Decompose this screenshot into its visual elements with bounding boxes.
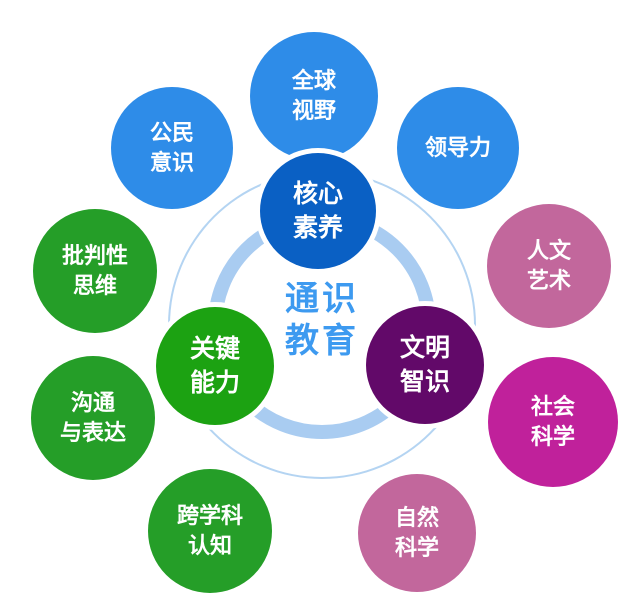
circle-natural-sciences: 自然 科学 <box>358 474 476 592</box>
circle-leadership: 领导力 <box>397 87 519 209</box>
circle-critical-thinking: 批判性 思维 <box>33 209 157 333</box>
circle-humanities-arts: 人文 艺术 <box>487 204 611 328</box>
circle-civilization-knowledge: 文明 智识 <box>366 306 484 424</box>
center-label: 通识 教育 <box>285 280 359 360</box>
circle-civic-awareness: 公民 意识 <box>111 87 233 209</box>
circle-communication-expression: 沟通 与表达 <box>31 356 155 480</box>
circle-social-sciences: 社会 科学 <box>488 357 618 487</box>
circle-interdisciplinary-cognition: 跨学科 认知 <box>148 469 272 593</box>
circle-key-abilities: 关键 能力 <box>156 307 274 425</box>
circle-global-vision: 全球 视野 <box>250 32 378 160</box>
circle-core-literacy: 核心 素养 <box>260 153 376 269</box>
